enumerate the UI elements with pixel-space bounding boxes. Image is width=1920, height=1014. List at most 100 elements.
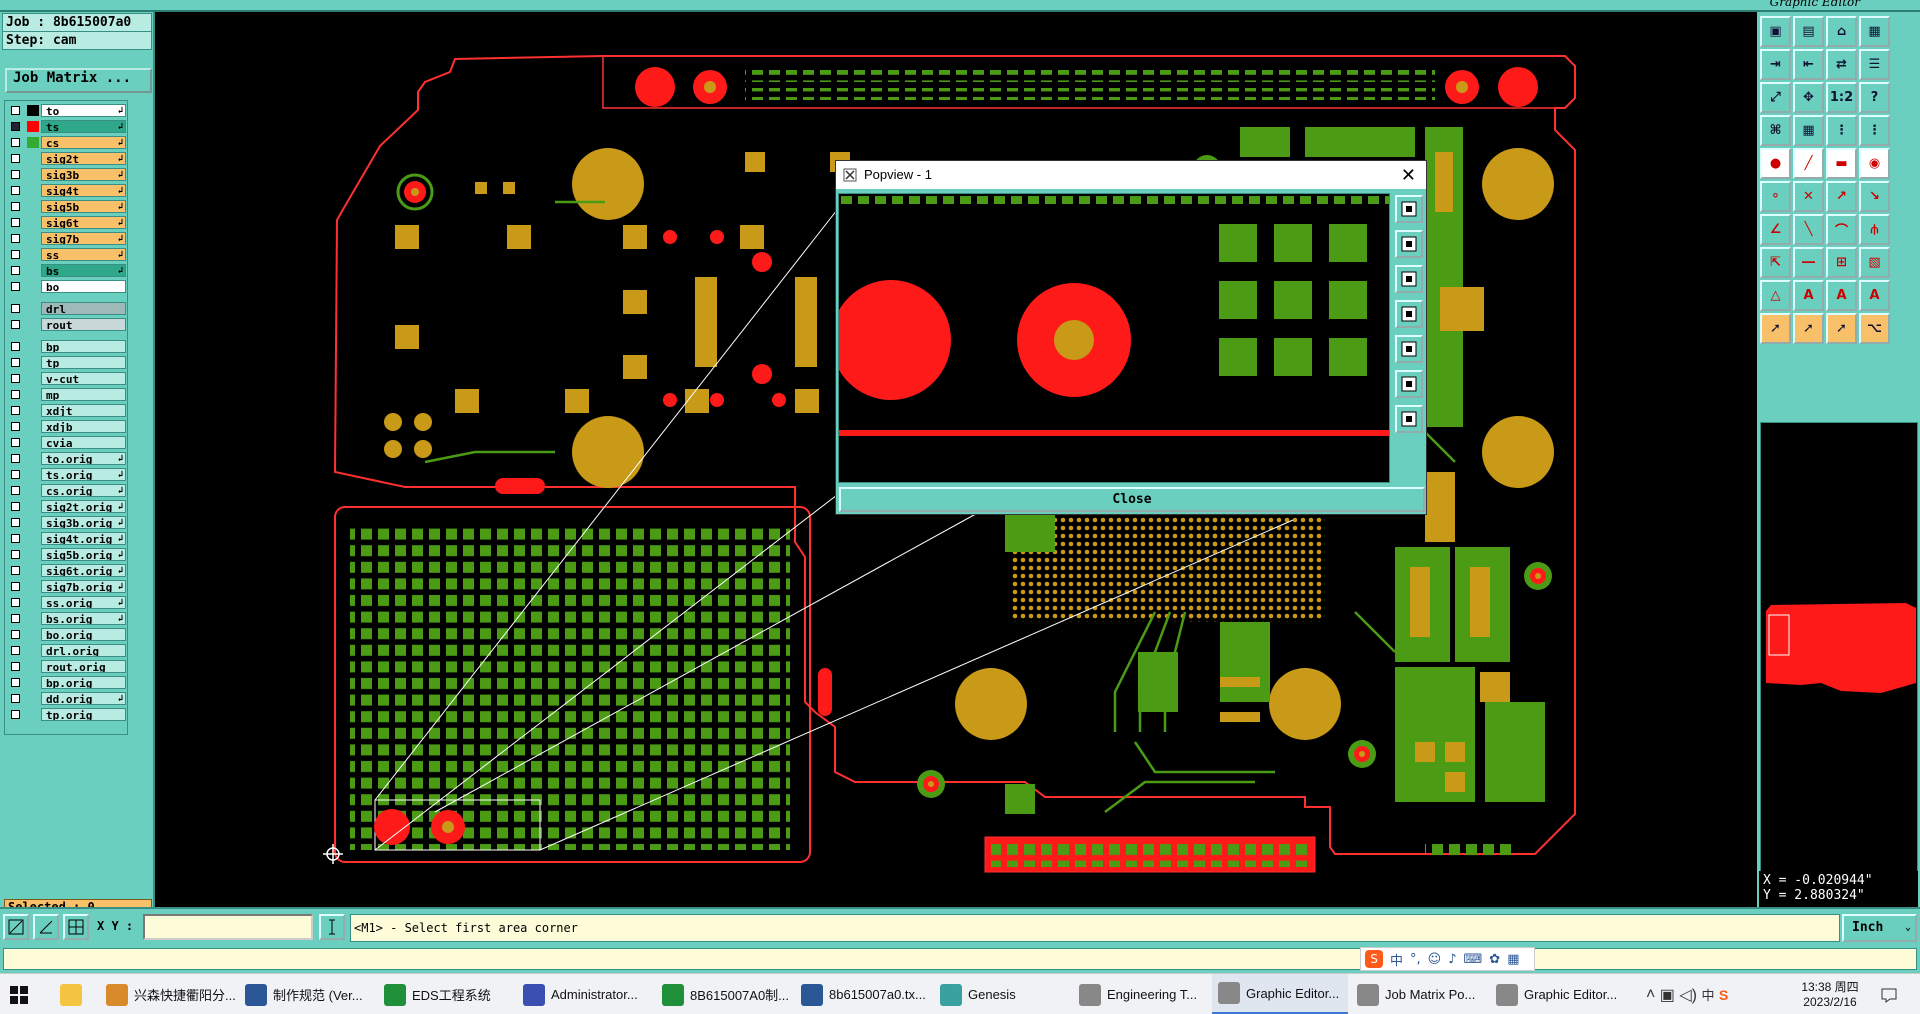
- layer-row-bo[interactable]: bo: [5, 279, 129, 294]
- layer-visibility-checkbox[interactable]: [11, 218, 20, 227]
- layer-name[interactable]: bp: [41, 340, 126, 353]
- layer-color-swatch[interactable]: [27, 501, 39, 512]
- node-icon[interactable]: ⚬: [1760, 181, 1791, 212]
- layer-visibility-checkbox[interactable]: [11, 186, 20, 195]
- layer-color-swatch[interactable]: [27, 693, 39, 704]
- layer-visibility-checkbox[interactable]: [11, 122, 20, 131]
- layer-row-bo-orig[interactable]: bo.orig: [5, 627, 129, 642]
- layer-row-sig3b-orig[interactable]: sig3b.orig↲: [5, 515, 129, 530]
- popview-export-icon[interactable]: [1395, 265, 1423, 293]
- system-tray[interactable]: ˄ ▣ ◁) 中 S: [1646, 974, 1776, 1014]
- layer-visibility-checkbox[interactable]: [11, 502, 20, 511]
- layer-name[interactable]: drl.orig: [41, 644, 126, 657]
- layer-row-drl[interactable]: drl: [5, 301, 129, 316]
- taskbar-app-2[interactable]: EDS工程系统: [378, 974, 514, 1014]
- taskbar-app-8[interactable]: Graphic Editor...: [1212, 974, 1348, 1014]
- file-icon[interactable]: ▣: [1760, 16, 1791, 47]
- layer-name[interactable]: tp: [41, 356, 126, 369]
- layer-name[interactable]: sig5b.orig↲: [41, 548, 126, 561]
- close-icon[interactable]: ✕: [1400, 165, 1416, 185]
- layer-color-swatch[interactable]: [27, 373, 39, 384]
- layer-name[interactable]: drl: [41, 302, 126, 315]
- net2-icon[interactable]: ⋮: [1859, 115, 1890, 146]
- add-pad-icon[interactable]: ●: [1760, 148, 1791, 179]
- layer-visibility-checkbox[interactable]: [11, 694, 20, 703]
- layer-color-swatch[interactable]: [27, 201, 39, 212]
- layer-visibility-checkbox[interactable]: [11, 486, 20, 495]
- layer-visibility-checkbox[interactable]: [11, 454, 20, 463]
- layer-color-swatch[interactable]: [27, 661, 39, 672]
- clock[interactable]: 13:38 周四 2023/2/16: [1790, 974, 1870, 1014]
- layer-visibility-checkbox[interactable]: [11, 422, 20, 431]
- snap-mode-icon[interactable]: [3, 914, 29, 940]
- layer-name[interactable]: sig6t↲: [41, 216, 126, 229]
- layer-visibility-checkbox[interactable]: [11, 614, 20, 623]
- import-icon[interactable]: ⇥: [1760, 49, 1791, 80]
- layer-visibility-checkbox[interactable]: [11, 390, 20, 399]
- layer-color-swatch[interactable]: [27, 405, 39, 416]
- layer-row-tp[interactable]: tp: [5, 355, 129, 370]
- ime-toolbar[interactable]: S 中 °, ☺ ♪ ⌨ ✿ ▦: [1360, 947, 1535, 971]
- layer-visibility-checkbox[interactable]: [11, 342, 20, 351]
- layer-row-ss-orig[interactable]: ss.orig↲: [5, 595, 129, 610]
- measure-mode-icon[interactable]: [33, 914, 59, 940]
- layer-visibility-checkbox[interactable]: [11, 374, 20, 383]
- h-line-icon[interactable]: ―: [1793, 247, 1824, 278]
- layer-color-swatch[interactable]: [27, 613, 39, 624]
- layer-row-bs[interactable]: bs↲: [5, 263, 129, 278]
- layer-row-rout-orig[interactable]: rout.orig: [5, 659, 129, 674]
- layer-row-sig7b[interactable]: sig7b↲: [5, 231, 129, 246]
- layer-name[interactable]: sig3b↲: [41, 168, 126, 181]
- layer-visibility-checkbox[interactable]: [11, 550, 20, 559]
- layer-row-xdjb[interactable]: xdjb: [5, 419, 129, 434]
- layer-color-swatch[interactable]: [27, 645, 39, 656]
- layer-color-swatch[interactable]: [27, 565, 39, 576]
- layer-color-swatch[interactable]: [27, 629, 39, 640]
- layer-name[interactable]: to↲: [41, 104, 126, 117]
- layer-name[interactable]: bs↲: [41, 264, 126, 277]
- text-a-icon[interactable]: A: [1793, 280, 1824, 311]
- cursor-icon[interactable]: [319, 914, 345, 940]
- popview-titlebar[interactable]: Popview - 1 ✕: [836, 161, 1426, 189]
- layer-name[interactable]: dd.orig↲: [41, 692, 126, 705]
- text-a2-icon[interactable]: A: [1826, 280, 1857, 311]
- units-selector[interactable]: Inch ⌄: [1842, 914, 1917, 942]
- layer-visibility-checkbox[interactable]: [11, 438, 20, 447]
- start-button[interactable]: [10, 974, 40, 1014]
- layer-color-swatch[interactable]: [27, 549, 39, 560]
- popview-center-icon[interactable]: [1395, 405, 1423, 433]
- layer-visibility-checkbox[interactable]: [11, 710, 20, 719]
- route-icon[interactable]: ⌥: [1859, 313, 1890, 344]
- save-icon[interactable]: ▤: [1793, 16, 1824, 47]
- layer-name[interactable]: cs↲: [41, 136, 126, 149]
- grid-icon[interactable]: ▦: [1793, 115, 1824, 146]
- layer-visibility-checkbox[interactable]: [11, 598, 20, 607]
- link-icon[interactable]: ↘: [1859, 181, 1890, 212]
- measure-icon[interactable]: ⊞: [1826, 247, 1857, 278]
- layer-row-sig5b-orig[interactable]: sig5b.orig↲: [5, 547, 129, 562]
- help-icon[interactable]: ?: [1859, 82, 1890, 113]
- notifications-button[interactable]: [1880, 974, 1910, 1014]
- swap-icon[interactable]: ⇄: [1826, 49, 1857, 80]
- net-icon[interactable]: ⋮: [1826, 115, 1857, 146]
- layer-row-ss[interactable]: ss↲: [5, 247, 129, 262]
- zoom-fit-icon[interactable]: ✥: [1793, 82, 1824, 113]
- job-matrix-button[interactable]: Job Matrix ...: [5, 68, 152, 93]
- layer-color-swatch[interactable]: [27, 303, 39, 314]
- layer-visibility-checkbox[interactable]: [11, 202, 20, 211]
- target-icon[interactable]: ◉: [1859, 148, 1890, 179]
- layer-color-swatch[interactable]: [27, 677, 39, 688]
- slash-icon[interactable]: ╲: [1793, 214, 1824, 245]
- layer-row-rout[interactable]: rout: [5, 317, 129, 332]
- layer-row-mp[interactable]: mp: [5, 387, 129, 402]
- layer-visibility-checkbox[interactable]: [11, 566, 20, 575]
- layer-color-swatch[interactable]: [27, 581, 39, 592]
- file-explorer-button[interactable]: [60, 974, 90, 1014]
- layer-visibility-checkbox[interactable]: [11, 170, 20, 179]
- taskbar-app-0[interactable]: 兴森快捷衢阳分...: [100, 974, 236, 1014]
- grid-mode-icon[interactable]: [63, 914, 89, 940]
- layer-name[interactable]: sig7b↲: [41, 232, 126, 245]
- layer-color-swatch[interactable]: [27, 137, 39, 148]
- cross-icon[interactable]: ✕: [1793, 181, 1824, 212]
- layer-row-to[interactable]: to↲: [5, 103, 129, 118]
